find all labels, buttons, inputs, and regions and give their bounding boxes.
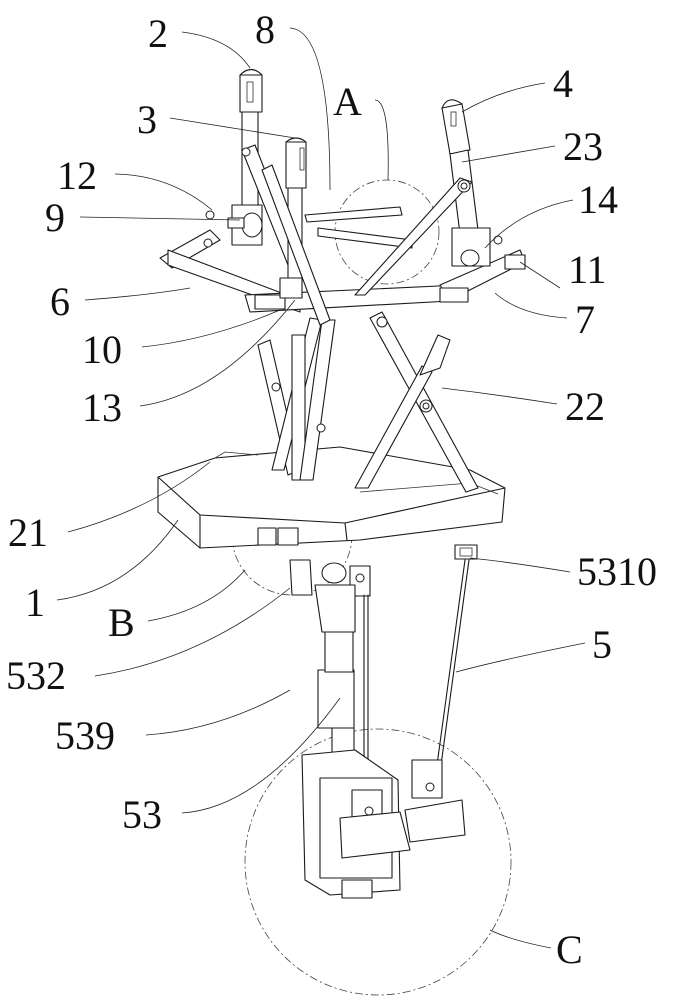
label-B: B	[108, 600, 135, 645]
label-22: 22	[565, 384, 605, 429]
label-11: 11	[568, 247, 607, 292]
scissor-legs	[257, 311, 479, 493]
arm-3	[261, 137, 331, 326]
label-C: C	[556, 927, 583, 972]
label-13: 13	[82, 385, 122, 430]
label-6: 6	[50, 279, 70, 324]
detail-circle-c	[244, 728, 512, 996]
label-8: 8	[255, 7, 275, 52]
label-14: 14	[578, 177, 618, 222]
label-1: 1	[25, 580, 45, 625]
label-A: A	[333, 79, 362, 124]
label-532: 532	[6, 653, 66, 698]
label-23: 23	[563, 124, 603, 169]
arm-2	[227, 68, 301, 266]
label-4: 4	[553, 61, 573, 106]
label-21: 21	[8, 510, 48, 555]
label-3: 3	[137, 97, 157, 142]
leader-lines	[56, 27, 586, 949]
label-9: 9	[45, 195, 65, 240]
label-5310: 5310	[577, 549, 657, 594]
clamp-block	[301, 749, 466, 899]
label-2: 2	[148, 11, 168, 56]
actuator-53	[289, 559, 470, 791]
label-12: 12	[57, 153, 97, 198]
label-53: 53	[122, 792, 162, 837]
label-5: 5	[592, 622, 612, 667]
label-7: 7	[575, 297, 595, 342]
upper-frame	[159, 206, 526, 313]
label-10: 10	[82, 327, 122, 372]
label-539: 539	[55, 713, 115, 758]
arm-4	[354, 99, 491, 296]
